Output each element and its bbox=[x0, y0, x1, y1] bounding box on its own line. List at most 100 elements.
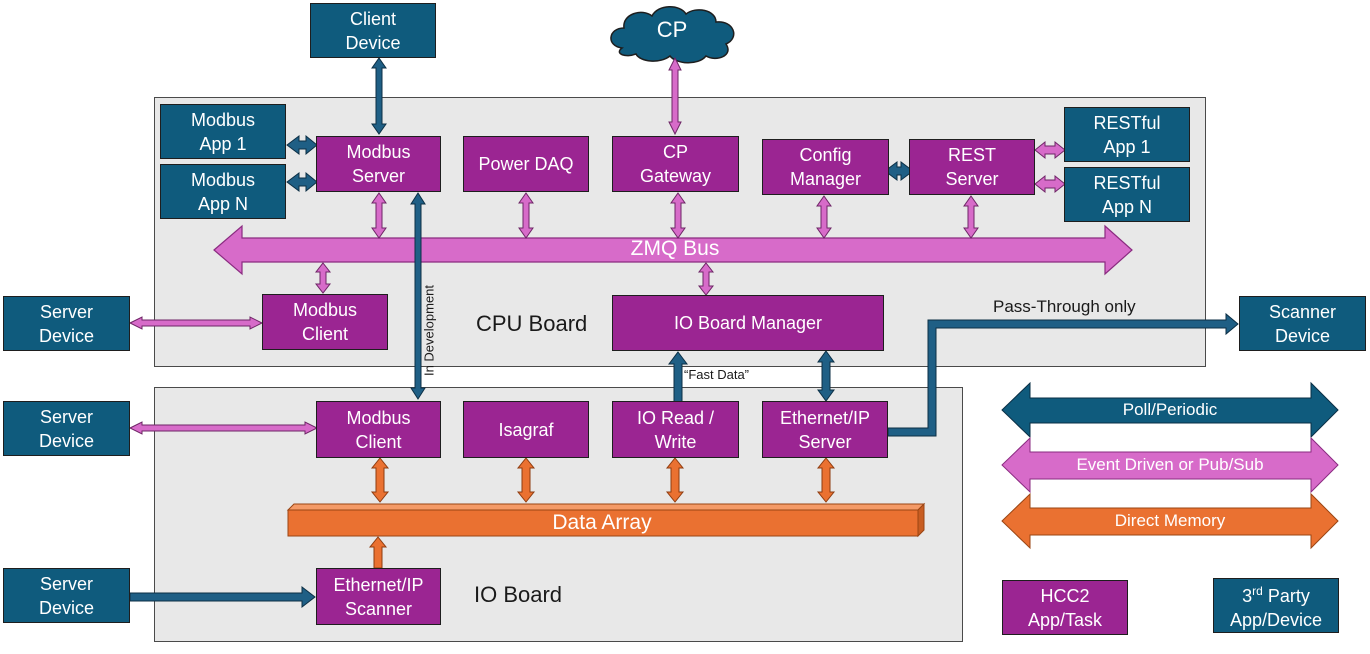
zmq-bus-arrow bbox=[213, 224, 1133, 276]
modbus-server-line-2: Server bbox=[351, 166, 405, 186]
server-device-io-1-line-2: Device bbox=[38, 430, 95, 451]
rest-server-line-2: Server bbox=[945, 169, 999, 189]
legend-poll-label: Poll/Periodic bbox=[1122, 400, 1218, 419]
config-manager-line-1: Config bbox=[799, 145, 852, 165]
modbus-client-cpu-line-1: Modbus bbox=[292, 300, 358, 320]
legend-third-party-prefix: 3 bbox=[1242, 586, 1253, 606]
arrow-gateway-zmq bbox=[670, 192, 686, 239]
arrow-rest-zmq bbox=[963, 195, 979, 239]
io-read-write-line-2: Write bbox=[654, 431, 697, 452]
restful-app-1-line-2: App 1 bbox=[1103, 136, 1151, 157]
legend-event-arrow bbox=[1001, 436, 1339, 494]
modbus-client-io-line-1: Modbus bbox=[346, 407, 411, 428]
isagraf-node: Isagraf bbox=[463, 401, 589, 458]
modbus-server-line-1: Modbus bbox=[346, 142, 411, 162]
data-array-label: Data Array bbox=[552, 511, 652, 534]
cp-gateway-node: CP Gateway bbox=[612, 136, 739, 192]
legend-third-party-superscript: rd bbox=[1252, 584, 1263, 598]
server-device-io-1-line-1: Server bbox=[39, 406, 93, 427]
arrow-modbus-server-zmq bbox=[371, 192, 387, 239]
restful-app-n-node: RESTful App N bbox=[1064, 167, 1190, 222]
modbus-client-cpu-line-2: Client bbox=[301, 324, 349, 344]
cp-gateway-line-1: CP bbox=[662, 142, 688, 162]
arrow-restful-1 bbox=[1034, 140, 1066, 160]
io-board-manager-node: IO Board Manager bbox=[612, 295, 884, 351]
scanner-device-line-1: Scanner bbox=[1268, 301, 1337, 322]
cpu-board-label: CPU Board bbox=[476, 311, 588, 336]
restful-app-n-line-2: App N bbox=[1101, 196, 1153, 217]
scanner-device-node: Scanner Device bbox=[1239, 296, 1366, 351]
modbus-app-n-line-1: Modbus bbox=[190, 169, 256, 190]
arrow-ethernet-server-array bbox=[816, 457, 836, 503]
arrow-in-development bbox=[410, 192, 426, 400]
isagraf-line-1: Isagraf bbox=[498, 419, 554, 440]
client-device-line-2: Device bbox=[345, 32, 401, 53]
ethernet-ip-server-line-1: Ethernet/IP bbox=[779, 407, 871, 428]
ethernet-ip-scanner-node: Ethernet/IP Scanner bbox=[316, 568, 441, 625]
cp-cloud-shape bbox=[610, 6, 735, 64]
arrow-isagraf-array bbox=[516, 457, 536, 503]
client-device-line-1: Client bbox=[349, 8, 397, 29]
arrow-array-scanner bbox=[368, 536, 388, 569]
restful-app-1-line-1: RESTful bbox=[1093, 112, 1161, 133]
modbus-app-1-line-1: Modbus bbox=[190, 109, 256, 130]
modbus-app-n-line-2: App N bbox=[197, 193, 249, 214]
fast-data-label: “Fast Data” bbox=[684, 367, 750, 382]
rest-server-line-1: REST bbox=[947, 145, 996, 165]
arrow-client-device bbox=[371, 57, 387, 135]
arrow-manager-ethernet-server bbox=[817, 350, 835, 402]
arrow-power-daq-zmq bbox=[518, 192, 534, 239]
ethernet-ip-server-line-2: Server bbox=[798, 431, 852, 452]
legend-event-label: Event Driven or Pub/Sub bbox=[1076, 455, 1264, 474]
arrow-server-modbus-client-io bbox=[128, 421, 319, 435]
power-daq-line-1: Power DAQ bbox=[478, 154, 574, 174]
client-device-node: Client Device bbox=[310, 3, 436, 58]
arrow-pass-through bbox=[887, 312, 1239, 437]
config-manager-line-2: Manager bbox=[789, 169, 862, 189]
modbus-app-n-node: Modbus App N bbox=[160, 164, 286, 219]
legend-direct-label: Direct Memory bbox=[1114, 511, 1226, 530]
io-board-label: IO Board bbox=[474, 582, 563, 607]
legend-poll-arrow bbox=[1001, 381, 1339, 439]
config-manager-node: Config Manager bbox=[762, 139, 889, 195]
io-read-write-line-1: IO Read / bbox=[636, 407, 715, 428]
arrow-server-to-scanner bbox=[129, 585, 316, 609]
scanner-device-line-2: Device bbox=[1274, 325, 1331, 346]
arrow-zmq-modbus-client bbox=[314, 262, 332, 294]
rest-server-node: REST Server bbox=[909, 139, 1035, 195]
ethernet-ip-scanner-line-1: Ethernet/IP bbox=[333, 574, 424, 595]
cp-gateway-line-2: Gateway bbox=[639, 166, 712, 186]
modbus-app-1-node: Modbus App 1 bbox=[160, 104, 286, 159]
legend-third-party-box: 3rd Party App/Device bbox=[1213, 578, 1339, 633]
restful-app-1-node: RESTful App 1 bbox=[1064, 107, 1190, 162]
in-development-label: In Development bbox=[421, 284, 437, 377]
ethernet-ip-scanner-line-2: Scanner bbox=[344, 598, 413, 619]
cp-cloud-label: CP bbox=[656, 17, 688, 42]
ethernet-ip-server-node: Ethernet/IP Server bbox=[762, 401, 888, 458]
modbus-client-io-node: Modbus Client bbox=[316, 401, 441, 458]
arrow-restful-n bbox=[1034, 174, 1066, 194]
restful-app-n-line-1: RESTful bbox=[1093, 172, 1161, 193]
server-device-io-2-node: Server Device bbox=[3, 568, 130, 623]
legend-direct-arrow bbox=[1001, 492, 1339, 550]
arrow-server-modbus-client-cpu bbox=[128, 316, 264, 330]
legend-third-party-line-2: App/Device bbox=[1229, 610, 1323, 630]
modbus-client-io-line-2: Client bbox=[355, 431, 402, 452]
server-device-cpu-node: Server Device bbox=[3, 296, 130, 351]
power-daq-node: Power DAQ bbox=[463, 136, 589, 192]
server-device-io-1-node: Server Device bbox=[3, 401, 130, 456]
pass-through-label: Pass-Through only bbox=[993, 297, 1136, 316]
legend-hcc2-box: HCC2 App/Task bbox=[1002, 580, 1128, 635]
arrow-modbus-client-io-array bbox=[370, 457, 390, 503]
arrow-config-zmq bbox=[816, 195, 832, 239]
arrow-io-read-array bbox=[665, 457, 685, 503]
arrow-zmq-io-manager bbox=[697, 262, 715, 296]
modbus-app-1-line-2: App 1 bbox=[199, 133, 247, 154]
legend-third-party-line-1: 3rd Party bbox=[1242, 579, 1310, 608]
zmq-bus-label: ZMQ Bus bbox=[630, 237, 720, 260]
legend-hcc2-line-1: HCC2 bbox=[1040, 585, 1090, 606]
server-device-cpu-line-1: Server bbox=[39, 301, 93, 322]
io-board-manager-line-1: IO Board Manager bbox=[673, 313, 823, 333]
arrow-modbus-app-n bbox=[286, 171, 318, 193]
